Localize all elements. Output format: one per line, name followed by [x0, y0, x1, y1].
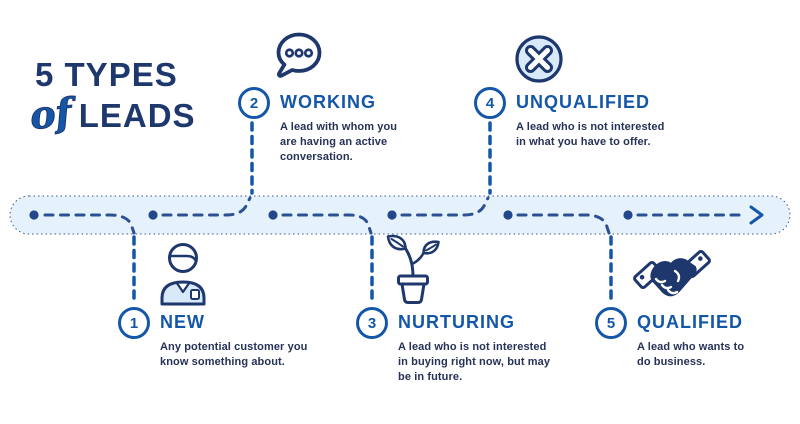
- infographic-title: 5 TYPES of LEADS: [27, 56, 196, 139]
- title-line-1: 5 TYPES: [35, 56, 178, 93]
- description-line: Any potential customer you: [160, 341, 308, 353]
- flow-segment: [516, 213, 611, 235]
- handshake-icon: [633, 249, 711, 297]
- plant-icon: [386, 234, 440, 304]
- step-number-badge: 4: [474, 87, 506, 119]
- description-line: conversation.: [280, 151, 353, 163]
- description-line: be in future.: [398, 371, 463, 383]
- description-line: A lead who is not interested: [398, 341, 547, 353]
- description-line: A lead who wants to: [637, 341, 745, 353]
- description-line: A lead who is not interested: [516, 121, 665, 133]
- typing-dots: [284, 48, 314, 58]
- step-number-badge: 3: [356, 307, 388, 339]
- title-line-2: of LEADS: [27, 88, 196, 139]
- finger-lines: [654, 269, 681, 295]
- speech-bubble-icon: [276, 32, 322, 78]
- arrow-icon: [749, 205, 764, 225]
- lead-type-description: A lead with whom you are having an activ…: [280, 120, 397, 165]
- person-icon: [160, 243, 206, 306]
- title-leads-word: LEADS: [78, 97, 196, 134]
- flow-segment: [400, 196, 490, 217]
- flow-segment: [281, 213, 373, 235]
- lead-type-description: A lead who wants to do business.: [637, 340, 744, 370]
- description-line: know something about.: [160, 356, 285, 368]
- lead-type-label: UNQUALIFIED: [516, 92, 650, 112]
- flow-segment: [43, 213, 136, 235]
- flow-segment: [161, 196, 252, 217]
- lead-type-label: NURTURING: [398, 312, 515, 332]
- lead-type-description: A lead who is not interested in buying r…: [398, 340, 550, 385]
- description-line: in what you have to offer.: [516, 136, 651, 148]
- description-line: in buying right now, but may: [398, 356, 551, 368]
- lead-type-label: WORKING: [280, 92, 376, 112]
- title-script-word: of: [27, 88, 74, 139]
- lead-type-description: Any potential customer you know somethin…: [160, 340, 307, 370]
- x-circle-icon: [515, 35, 563, 83]
- description-line: A lead with whom you: [280, 121, 398, 133]
- step-number-badge: 5: [595, 307, 627, 339]
- description-line: are having an active: [280, 136, 388, 148]
- timeline-band: [9, 195, 791, 235]
- description-line: do business.: [637, 356, 706, 368]
- flow-dots: [29, 210, 633, 220]
- lead-type-label: NEW: [160, 312, 205, 332]
- lead-type-description: A lead who is not interested in what you…: [516, 120, 664, 150]
- clasped-hands: [650, 258, 697, 297]
- step-number-badge: 1: [118, 307, 150, 339]
- lead-type-label: QUALIFIED: [637, 312, 743, 332]
- step-number-badge: 2: [238, 87, 270, 119]
